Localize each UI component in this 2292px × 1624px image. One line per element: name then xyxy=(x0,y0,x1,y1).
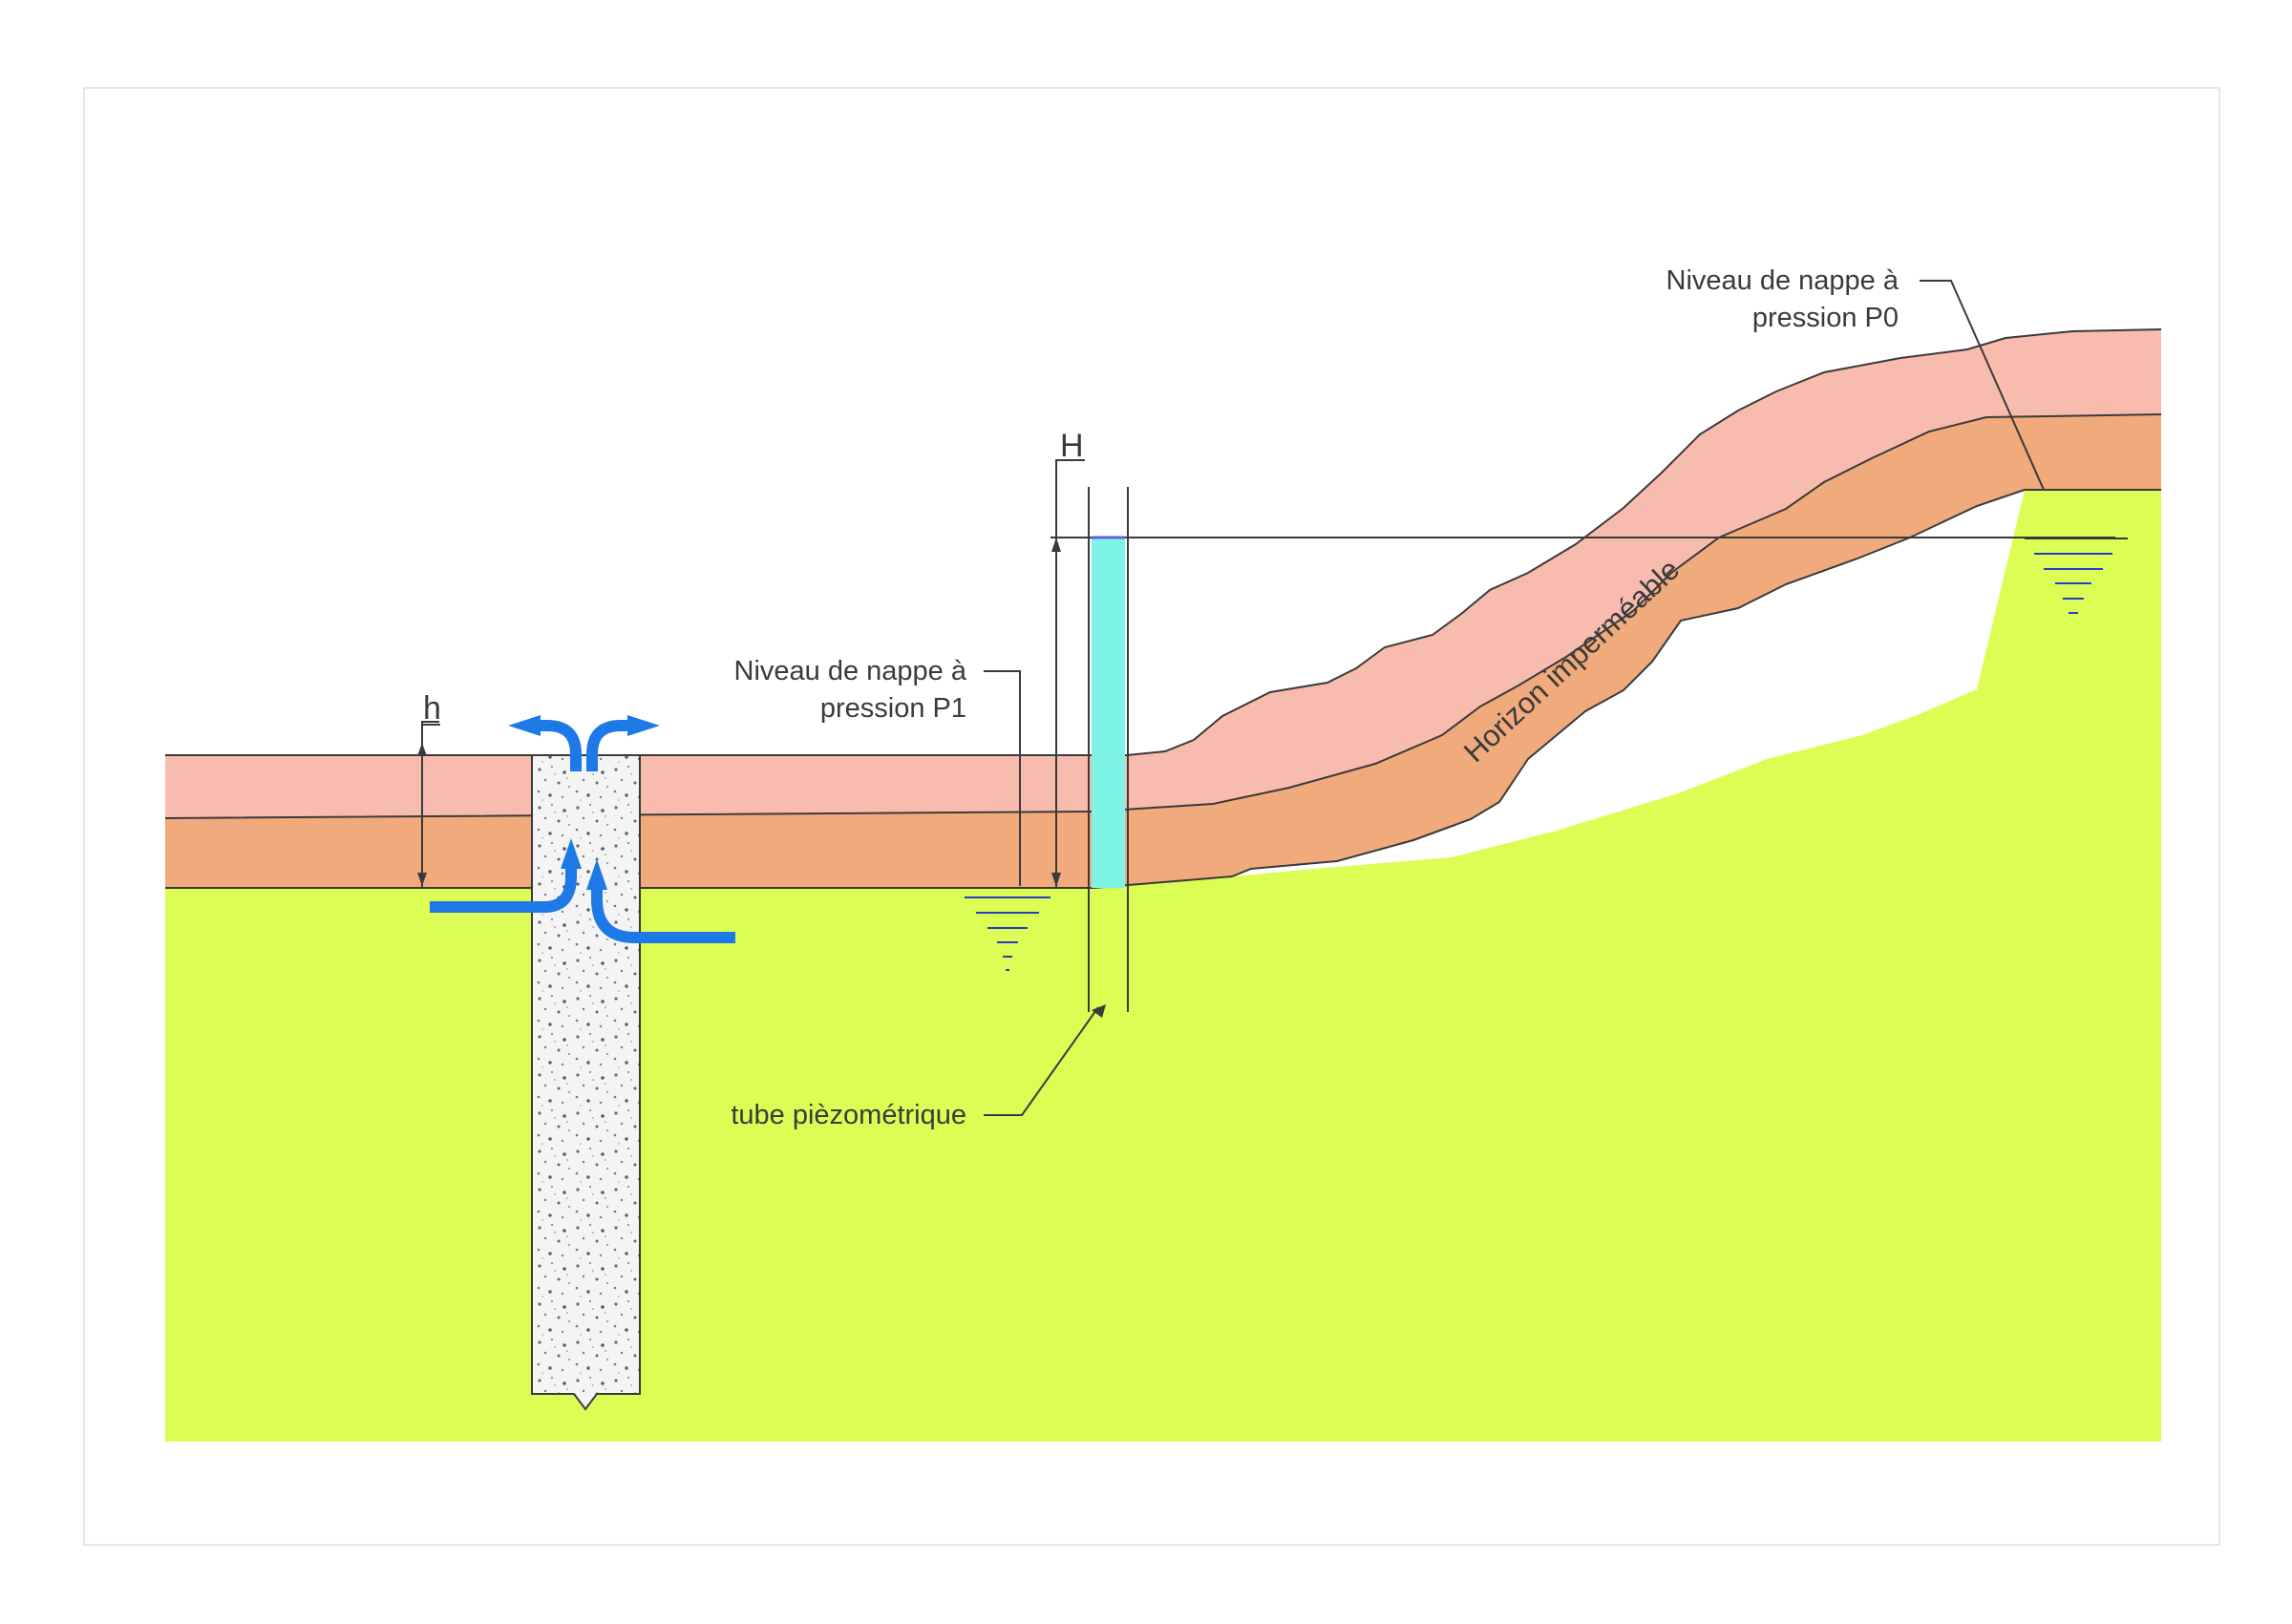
p1-label-line1: Niveau de nappe à xyxy=(734,656,967,686)
h-arrow-bottom xyxy=(417,873,427,886)
flow-arrowheads xyxy=(508,715,660,890)
outflow-right-arrowhead xyxy=(627,715,660,736)
outflow-left-arrowhead xyxy=(508,715,541,736)
ground-surface-line xyxy=(165,328,2162,756)
H-arrow-top xyxy=(1051,538,1061,552)
water-symbol-p1 xyxy=(960,887,1060,971)
H-arrow-bottom xyxy=(1051,873,1061,887)
tube-leader-arrowhead xyxy=(1092,1004,1106,1018)
piezometer-tube xyxy=(1088,487,1129,1012)
inflow-right-arrow xyxy=(591,883,735,943)
h-label: h xyxy=(423,690,441,727)
outflow-right-arrow xyxy=(586,720,633,771)
inflow-left-arrowhead xyxy=(561,838,582,869)
tube-leader xyxy=(984,1006,1099,1116)
impermeable-layer xyxy=(165,414,2161,888)
p0-label-line1: Niveau de nappe à xyxy=(1666,265,1899,296)
layer-boundaries xyxy=(164,328,2162,889)
upper-layer xyxy=(165,329,2161,818)
flow-arrows xyxy=(430,720,735,943)
H-label: H xyxy=(1060,428,1084,464)
well-column xyxy=(531,754,641,1411)
aquifer-layer xyxy=(165,490,2161,1442)
water-symbol-p0 xyxy=(2025,538,2128,614)
p0-leader xyxy=(1920,280,2045,491)
top-impermeable-line xyxy=(164,413,2162,819)
inflow-right-arrowhead xyxy=(586,859,607,890)
H-dimension xyxy=(1055,459,1085,888)
p0-label-line2: pression P0 xyxy=(1752,303,1899,333)
p1-leader xyxy=(984,670,1021,886)
bottom-impermeable-line xyxy=(165,489,2161,889)
p1-label-line2: pression P1 xyxy=(820,693,966,724)
label-leaders xyxy=(984,280,2045,1116)
h-arrow-top xyxy=(417,743,427,756)
inflow-left-arrow xyxy=(430,861,577,913)
outflow-left-arrow xyxy=(535,720,582,771)
piezometer-water xyxy=(1092,538,1125,888)
tube-label: tube pièzométrique xyxy=(731,1100,966,1130)
